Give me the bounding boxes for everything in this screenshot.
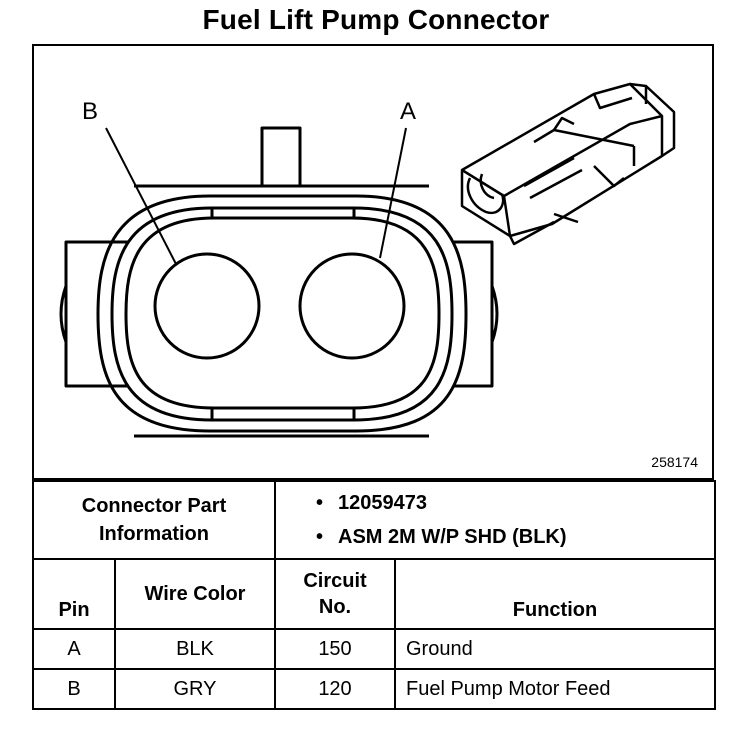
left-ear — [64, 240, 129, 388]
header-pin: Pin — [32, 558, 116, 630]
table-row: A BLK 150 Ground — [32, 628, 717, 670]
pin-cell: A — [32, 628, 116, 670]
header-function: Function — [393, 558, 717, 630]
pin-a-leader — [379, 127, 407, 259]
pin-cell: B — [32, 668, 116, 710]
function-cell: Fuel Pump Motor Feed — [393, 668, 717, 710]
outer-housing — [96, 194, 468, 433]
left-ear-bump — [59, 285, 68, 343]
wire-color-cell: GRY — [114, 668, 276, 710]
figure-id: 258174 — [651, 454, 698, 470]
right-ear-bump — [490, 285, 499, 343]
wire-color-cell: BLK — [114, 628, 276, 670]
pin-a-cavity — [298, 252, 406, 360]
right-ear — [454, 240, 494, 388]
header-wire-color: Wire Color — [114, 558, 276, 630]
inner-seal — [124, 216, 441, 410]
connector-face-drawing — [59, 82, 676, 438]
pin-b-cavity — [153, 252, 261, 360]
table-row: B GRY 120 Fuel Pump Motor Feed — [32, 668, 717, 710]
pin-b-leader — [105, 127, 177, 265]
pin-label-a: A — [400, 98, 417, 125]
circuit-cell: 150 — [274, 628, 396, 670]
page-title: Fuel Lift Pump Connector — [202, 4, 550, 35]
connector-info-table: Connector Part Information •12059473 •AS… — [32, 480, 717, 710]
function-cell: Ground — [393, 628, 717, 670]
part-number-item: •12059473 — [316, 492, 427, 514]
pin-label-b: B — [82, 98, 99, 125]
connector-part-list: •12059473 •ASM 2M W/P SHD (BLK) — [273, 480, 717, 560]
connector-diagram-frame: B A 258174 — [32, 44, 714, 480]
circuit-cell: 120 — [274, 668, 396, 710]
connector-part-label: Connector Part Information — [32, 480, 276, 560]
part-description-item: •ASM 2M W/P SHD (BLK) — [316, 526, 567, 548]
connector-illustration — [460, 82, 676, 246]
table-header-row: Pin Wire Color Circuit No. Function — [32, 558, 717, 630]
connector-part-row: Connector Part Information •12059473 •AS… — [32, 480, 717, 560]
header-circuit-no: Circuit No. — [274, 558, 396, 630]
latch-tab — [260, 126, 302, 186]
